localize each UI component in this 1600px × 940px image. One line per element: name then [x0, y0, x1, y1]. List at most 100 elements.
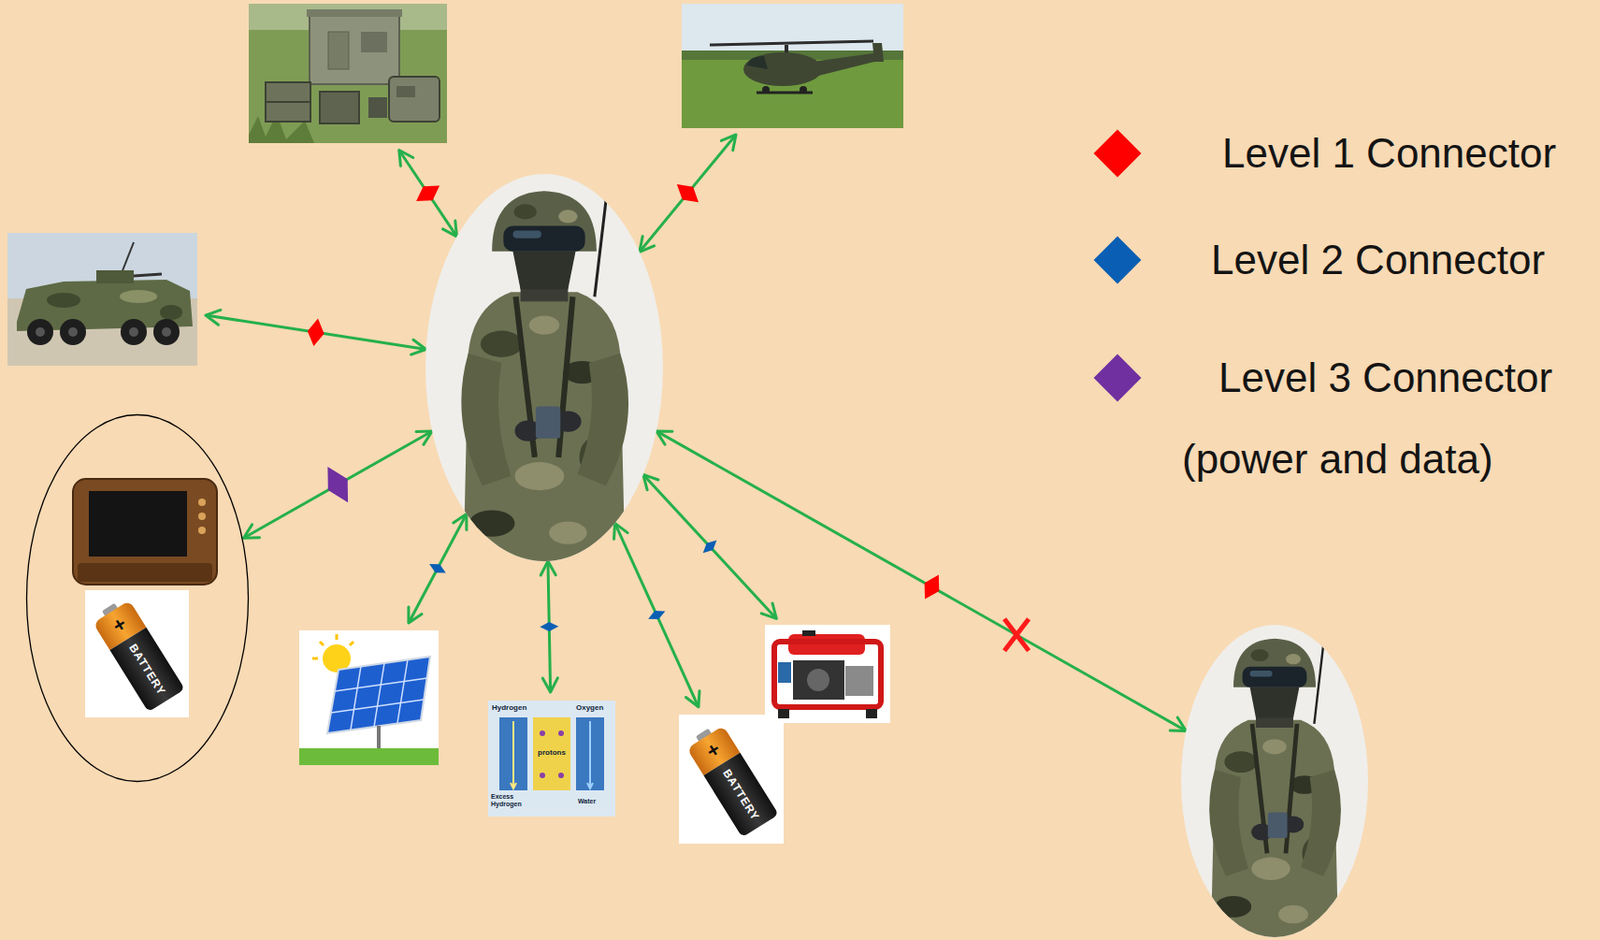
connector-arrow: [399, 149, 458, 236]
illustration-part: [594, 200, 606, 297]
legend-swatch: [1094, 236, 1142, 285]
arrow-head: [1169, 717, 1186, 731]
soldier-illustration: [1181, 624, 1369, 937]
illustration-part: [529, 315, 561, 334]
illustration-part: [319, 91, 360, 124]
connector-line: [205, 315, 427, 349]
connector-level-marker: [539, 621, 559, 632]
illustration-part: [35, 327, 45, 337]
solar-panel: [299, 630, 439, 765]
soldier-figure: [425, 173, 664, 562]
legend-note: (power and data): [1181, 434, 1494, 484]
connector-line: [399, 149, 458, 236]
illustration-part: [376, 725, 381, 750]
illustration-part: [1285, 653, 1301, 664]
illustration-part: [512, 230, 541, 239]
illustration-part: [331, 699, 424, 713]
illustration-part: [248, 3, 447, 144]
illustration-part: [198, 526, 206, 534]
arrow-head: [442, 220, 457, 237]
illustration-part: [1252, 723, 1298, 853]
connector-level-marker: [703, 540, 718, 554]
illustration-part: [1262, 738, 1287, 754]
fuel-label: Water: [577, 797, 596, 806]
illustration-part: [389, 76, 440, 122]
illustration-part: [461, 353, 511, 486]
connector-arrow: [205, 309, 427, 355]
solar-panel-illustration: [299, 630, 439, 765]
connector-line: [643, 474, 777, 619]
soldier-figure: [1181, 624, 1369, 937]
legend-swatch: [1094, 354, 1142, 403]
arrow-head: [685, 691, 700, 707]
arrow-head: [614, 522, 629, 539]
illustration-part: [1181, 624, 1369, 937]
illustration-part: [397, 659, 408, 723]
illustration-part: [1209, 769, 1249, 877]
arrow-head: [243, 524, 260, 538]
arrow-head: [540, 561, 556, 576]
illustration-part: [807, 668, 830, 692]
illustration-part: [764, 624, 891, 723]
illustration-part: [510, 720, 517, 789]
illustration-part: [872, 43, 884, 62]
illustration-part: [327, 656, 431, 734]
illustration-part: [1313, 646, 1324, 724]
arrow-head: [643, 474, 659, 490]
illustration-part: [299, 748, 439, 765]
connector-line: [615, 522, 699, 707]
illustration-part: [488, 700, 616, 817]
tablet-illustration: [68, 474, 222, 590]
illustration-part: [27, 415, 249, 782]
arrow-head: [656, 431, 673, 445]
illustration-part: [335, 634, 339, 640]
fuel-label: Oxygen: [576, 704, 604, 713]
illustration-part: [350, 665, 361, 730]
illustration-part: [265, 82, 311, 122]
illustration-part: [576, 717, 605, 791]
illustration-part: [396, 86, 416, 98]
illustration-part: [319, 641, 324, 646]
illustration-part: [198, 512, 206, 520]
connector-arrow: [243, 431, 433, 538]
illustration-part: [681, 3, 904, 129]
illustration-part: [368, 97, 388, 118]
illustration-part: [265, 100, 311, 103]
illustration-part: [1250, 687, 1300, 719]
equipment-group: +BATTERY: [25, 413, 250, 783]
illustration-part: [845, 665, 874, 696]
arrow-head: [399, 149, 414, 166]
illustration-part: [587, 720, 593, 789]
illustration-part: [1181, 624, 1369, 937]
illustration-part: [68, 327, 78, 337]
illustration-part: [1233, 638, 1316, 688]
connector-arrow: [643, 474, 777, 619]
illustration-part: [46, 292, 81, 308]
illustration-part: [548, 521, 588, 545]
illustration-part: [499, 717, 528, 791]
illustration-part: [743, 52, 822, 87]
illustration-part: [88, 490, 188, 557]
arrow-head: [720, 134, 736, 151]
illustration-part: [198, 498, 206, 506]
connector-line: [243, 431, 433, 538]
battery-cell: +BATTERY: [85, 590, 189, 718]
illustration-part: [1250, 648, 1269, 662]
illustration-part: [709, 41, 874, 45]
generator-set-illustration: [248, 3, 447, 144]
illustration-part: [334, 677, 428, 692]
illustration-part: [72, 478, 217, 585]
connector-line: [639, 134, 736, 252]
illustration-part: [309, 13, 400, 85]
illustration-part: [535, 405, 561, 438]
connector-arrow: [408, 513, 467, 623]
illustration-part: [119, 289, 158, 303]
illustration-part: [120, 318, 147, 346]
illustration-part: [312, 657, 318, 661]
illustration-part: [792, 660, 845, 700]
illustration-part: [513, 203, 536, 219]
connector-arrow: [539, 561, 559, 692]
battery-label: BATTERY: [126, 641, 169, 698]
connector-level-marker: [327, 466, 348, 503]
illustration-part: [558, 730, 564, 736]
